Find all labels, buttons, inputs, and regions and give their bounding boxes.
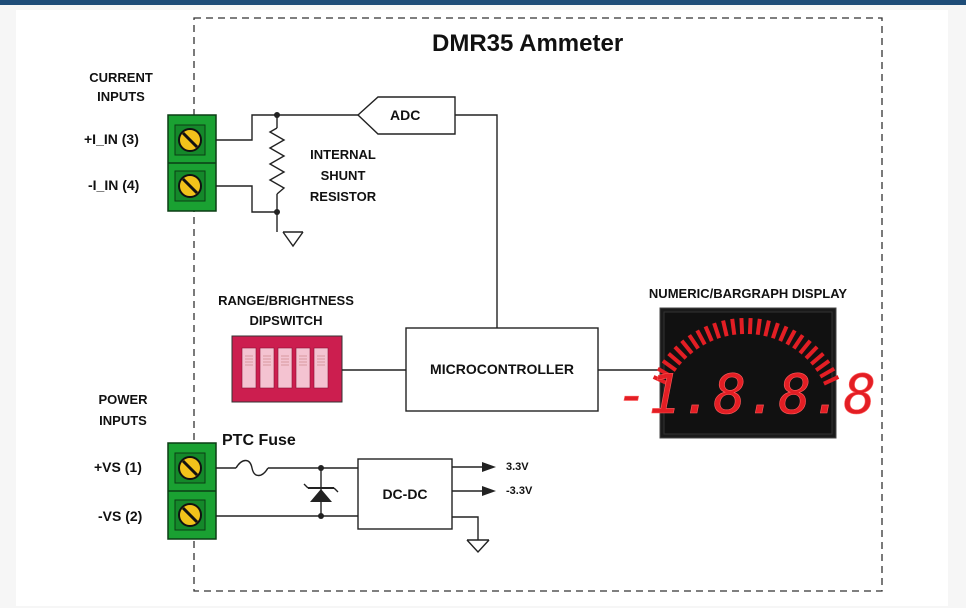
shunt-label: INTERNAL SHUNT RESISTOR bbox=[294, 144, 392, 207]
junction-dot bbox=[274, 112, 280, 118]
bargraph-segment bbox=[712, 322, 721, 339]
microcontroller-label: MICROCONTROLLER bbox=[430, 361, 574, 377]
bargraph-segment bbox=[771, 322, 780, 339]
dipswitch-label-line1: RANGE/BRIGHTNESS bbox=[218, 293, 354, 308]
current-input-neg-label: -I_IN (4) bbox=[88, 177, 140, 193]
power-inputs-heading-line2: INPUTS bbox=[99, 413, 147, 428]
dipswitch-label-line2: DIPSWITCH bbox=[249, 313, 323, 328]
bargraph-segment bbox=[778, 325, 789, 342]
power-input-neg-label: -VS (2) bbox=[98, 508, 143, 524]
shunt-label-line2: SHUNT bbox=[320, 168, 366, 183]
dcdc-label: DC-DC bbox=[382, 486, 428, 502]
output-neg-3v3-label: -3.3V bbox=[506, 485, 533, 497]
bargraph-segment bbox=[823, 375, 840, 386]
diagram-title: DMR35 Ammeter bbox=[432, 30, 624, 57]
bargraph-segment bbox=[703, 325, 714, 342]
shunt-resistor bbox=[268, 127, 286, 195]
bargraph-segment bbox=[809, 352, 825, 366]
bargraph-segments bbox=[652, 318, 840, 386]
top-accent-bar bbox=[0, 0, 966, 5]
bargraph-segment bbox=[792, 334, 805, 350]
adc-label: ADC bbox=[390, 107, 421, 123]
junction-dot bbox=[318, 465, 324, 471]
bargraph-segment bbox=[687, 334, 700, 350]
bargraph-segment bbox=[656, 366, 673, 379]
junction-dot bbox=[274, 209, 280, 215]
power-terminal-block bbox=[167, 442, 217, 540]
bargraph-segment bbox=[755, 318, 762, 336]
dipswitch-label: RANGE/BRIGHTNESS DIPSWITCH bbox=[198, 291, 374, 331]
bargraph-segment bbox=[667, 352, 683, 366]
dcdc-block bbox=[357, 458, 453, 530]
display-digits: -1.8.8.8 bbox=[616, 363, 876, 426]
adc-to-mcu-wire bbox=[455, 114, 498, 328]
enclosure-boundary bbox=[193, 17, 883, 592]
current-inputs-heading-line2: INPUTS bbox=[97, 89, 145, 104]
display-icon: -1.8.8.8 bbox=[616, 307, 876, 439]
current-terminal-block bbox=[167, 114, 217, 212]
bargraph-segment bbox=[819, 366, 836, 379]
bargraph-segment bbox=[680, 339, 694, 355]
arrow-icon bbox=[482, 462, 496, 472]
junction-dot bbox=[318, 513, 324, 519]
current-inputs-heading-line1: CURRENT bbox=[89, 70, 153, 85]
bargraph-segment bbox=[730, 318, 737, 336]
bargraph-segment bbox=[804, 345, 819, 360]
arrow-icon bbox=[482, 486, 496, 496]
current-input-pos-label: +I_IN (3) bbox=[84, 131, 139, 147]
bargraph-segment bbox=[798, 339, 812, 355]
display-label: NUMERIC/BARGRAPH DISPLAY bbox=[648, 286, 848, 301]
power-wiring bbox=[216, 459, 358, 517]
power-inputs-heading: POWER INPUTS bbox=[82, 389, 164, 431]
shunt-label-line3: RESISTOR bbox=[309, 189, 377, 204]
bargraph-segment bbox=[661, 359, 678, 372]
bargraph-segment bbox=[763, 320, 771, 337]
ptc-fuse-label: PTC Fuse bbox=[222, 432, 296, 449]
bargraph-segment bbox=[747, 318, 753, 335]
shunt-label-line1: INTERNAL bbox=[310, 147, 376, 162]
power-input-pos-label: +VS (1) bbox=[94, 459, 142, 475]
dipswitch-icon bbox=[231, 335, 343, 403]
bargraph-segment bbox=[695, 329, 707, 346]
output-3v3-label: 3.3V bbox=[506, 461, 529, 473]
bargraph-segment bbox=[721, 320, 729, 337]
power-inputs-heading-line1: POWER bbox=[98, 392, 148, 407]
bargraph-segment bbox=[673, 345, 688, 360]
microcontroller-block bbox=[405, 327, 599, 412]
bargraph-segment bbox=[739, 318, 745, 335]
dcdc-outputs bbox=[452, 466, 490, 554]
ptc-fuse-icon bbox=[235, 459, 269, 477]
bargraph-segment bbox=[785, 329, 797, 346]
bargraph-segment bbox=[814, 359, 831, 372]
bargraph-segment bbox=[652, 375, 669, 386]
tvs-diode-icon bbox=[310, 489, 332, 502]
current-inputs-heading: CURRENT INPUTS bbox=[70, 68, 172, 106]
